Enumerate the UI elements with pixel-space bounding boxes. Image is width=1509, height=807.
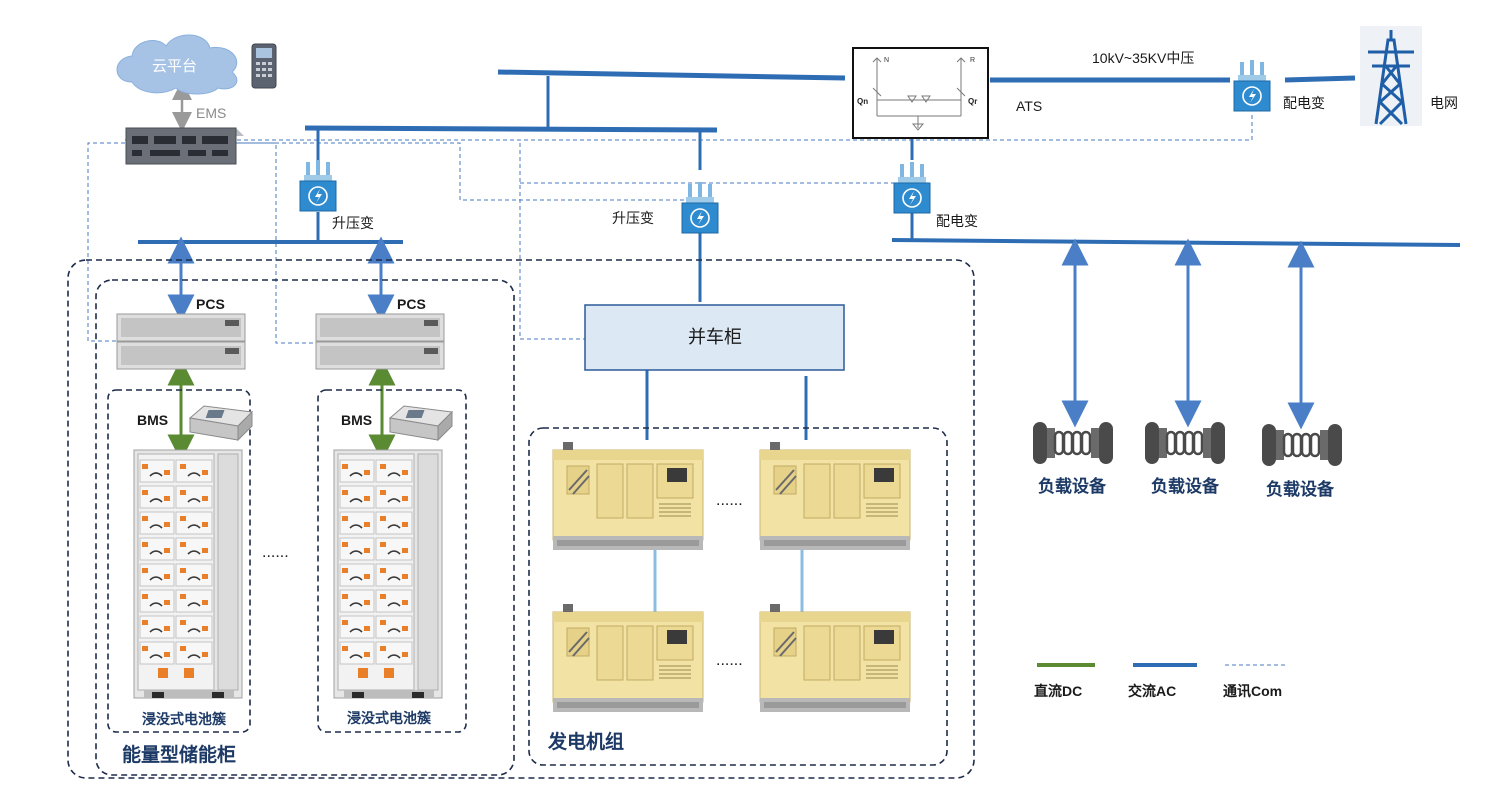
- load-device-icon: [1260, 422, 1344, 468]
- distribution-transformer-label: 配电变: [936, 213, 978, 229]
- load-device-label: 负载设备: [1266, 480, 1334, 499]
- cabinet-frames: [67, 259, 975, 779]
- ac-lines: [138, 69, 1461, 440]
- ems-controller-icon: [125, 127, 244, 165]
- generator-icon: [552, 441, 704, 551]
- pcs-label: PCS: [196, 296, 225, 312]
- parallel-cabinet-box: [584, 304, 845, 371]
- battery-cluster-icon: [333, 449, 443, 699]
- generator-set-label: 发电机组: [548, 732, 625, 753]
- cloud-icon: [116, 34, 238, 95]
- bms-label: BMS: [341, 412, 373, 428]
- cloud-platform-label: 云平台: [152, 58, 198, 75]
- legend-dc-label: 直流DC: [1034, 683, 1083, 699]
- load-device-icon: [1031, 420, 1115, 466]
- bms-label: BMS: [137, 412, 169, 428]
- step-up-transformer-icon: [681, 181, 719, 234]
- ats-switch-box: N R Qn Qr: [852, 47, 989, 139]
- step-up-transformer-label: 升压变: [612, 210, 654, 226]
- storage-cabinet-label: 能量型储能柜: [122, 745, 237, 766]
- pcs-label: PCS: [397, 296, 426, 312]
- legend-ac-label: 交流AC: [1128, 683, 1177, 699]
- genset-ellipsis: ......: [716, 492, 743, 509]
- ats-qr-label: Qr: [968, 97, 977, 106]
- voltage-level-label: 10kV~35KV中压: [1092, 50, 1195, 66]
- grid-label: 电网: [1430, 95, 1458, 111]
- parallel-cabinet-label: 并车柜: [688, 327, 742, 347]
- generator-icon: [759, 441, 911, 551]
- distribution-transformer-label: 配电变: [1283, 95, 1325, 111]
- generator-icon: [552, 603, 704, 713]
- bms-unit-icon: [389, 405, 453, 441]
- load-device-label: 负载设备: [1151, 477, 1219, 496]
- power-tower-icon: [1360, 26, 1422, 126]
- legend-com-label: 通讯Com: [1223, 683, 1283, 699]
- load-device-label: 负载设备: [1038, 477, 1106, 496]
- step-up-transformer-label: 升压变: [332, 215, 374, 231]
- load-device-icon: [1143, 420, 1227, 466]
- pcs-inverter-icon: [116, 313, 246, 370]
- distribution-transformer-icon: [1233, 59, 1271, 112]
- cluster-ellipsis: ......: [262, 544, 289, 561]
- distribution-transformer-icon: [893, 161, 931, 214]
- ems-label: EMS: [196, 105, 227, 121]
- dc-arrows: [167, 358, 396, 462]
- bms-unit-icon: [189, 405, 253, 441]
- ats-r-label: R: [970, 57, 975, 64]
- generator-icon: [759, 603, 911, 713]
- battery-cluster-label: 浸没式电池簇: [142, 711, 226, 727]
- ats-n-label: N: [884, 57, 889, 64]
- step-up-transformer-icon: [299, 159, 337, 212]
- genset-ellipsis: ......: [716, 652, 743, 669]
- battery-cluster-icon: [133, 449, 243, 699]
- battery-cluster-label: 浸没式电池簇: [347, 710, 431, 726]
- pcs-inverter-icon: [315, 313, 445, 370]
- ats-qn-label: Qn: [857, 97, 868, 106]
- monitor-device-icon: [251, 43, 277, 89]
- ats-label: ATS: [1016, 98, 1043, 114]
